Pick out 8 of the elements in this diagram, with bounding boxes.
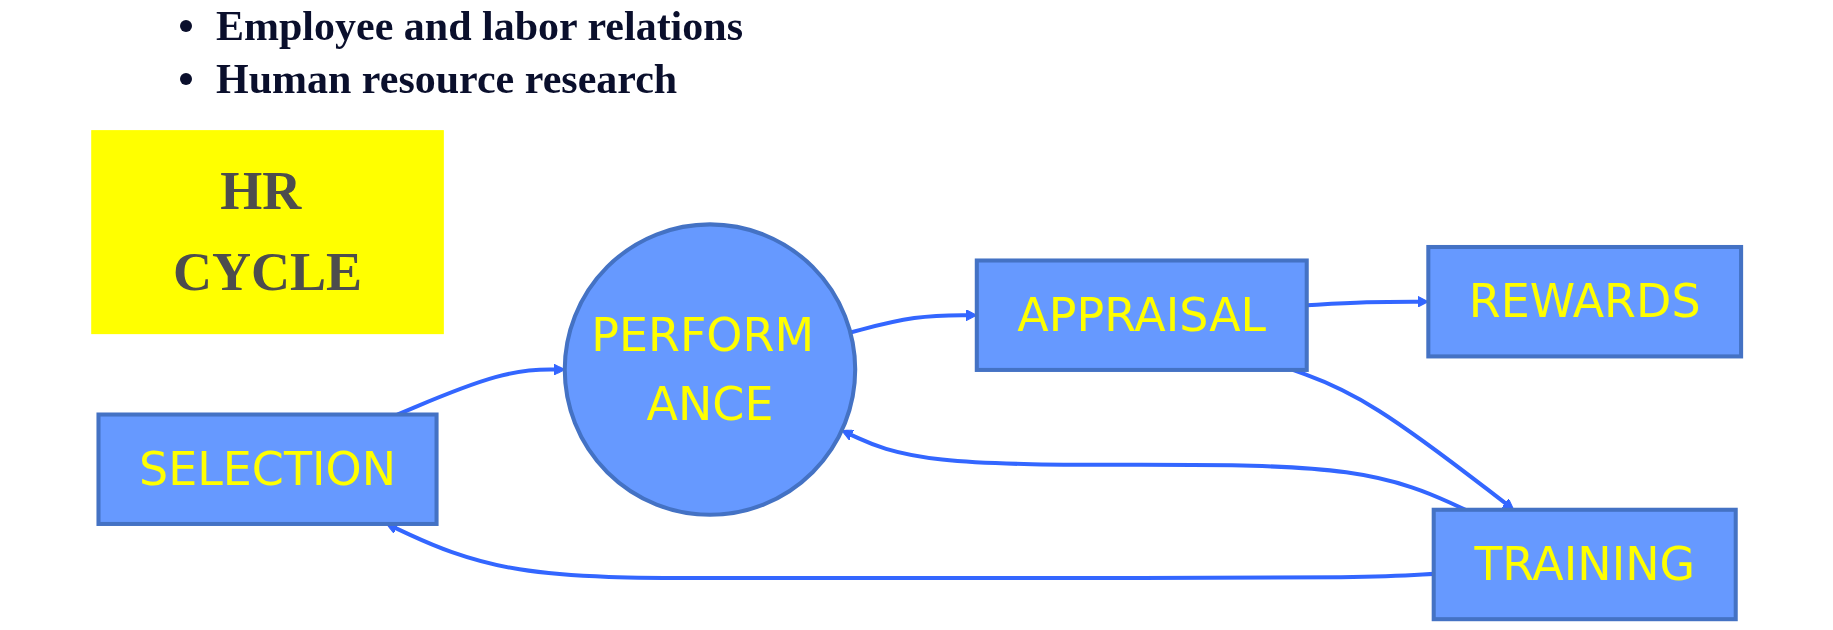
bullet-text: Human resource research — [216, 54, 678, 104]
node-box: SELECTION — [96, 412, 439, 526]
node-box: TRAINING — [1431, 507, 1738, 622]
node-box: HR CYCLE — [91, 130, 444, 335]
node-circle: PERFORM ANCE — [562, 222, 858, 517]
node-box: APPRAISAL — [974, 258, 1309, 372]
bullet-text: Employee and labor relations — [216, 2, 743, 51]
node-box: REWARDS — [1426, 244, 1744, 359]
